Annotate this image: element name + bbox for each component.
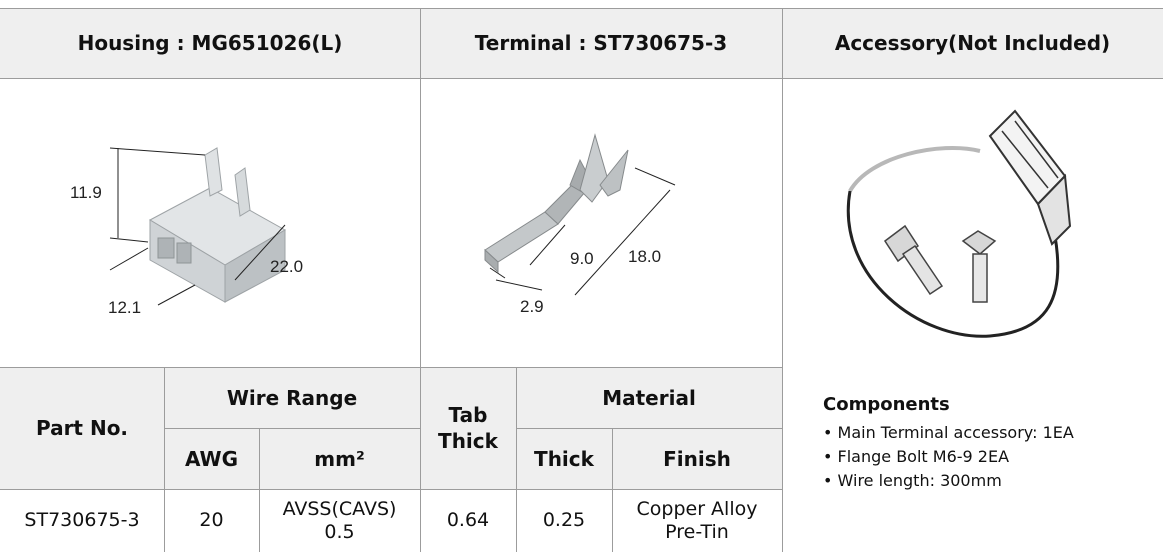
housing-header-text: Housing : MG651026(L): [77, 31, 343, 55]
grid-line: [164, 428, 420, 429]
grid-line: [164, 367, 165, 552]
terminal-header: Terminal : ST730675-3: [420, 8, 782, 78]
awg-header-text: AWG: [184, 446, 239, 471]
accessory-connector-image: [988, 109, 1072, 246]
grid-line: [612, 428, 613, 552]
accessory-wire: [846, 146, 1060, 338]
part-no-value: ST730675-3: [0, 489, 164, 552]
tab-thick-value: 0.64: [420, 489, 516, 552]
component-item-flange-bolt: • Flange Bolt M6-9 2EA: [823, 447, 1010, 466]
mm2-header-text: mm²: [314, 446, 365, 471]
grid-line: [516, 428, 782, 429]
mm2-header: mm²: [259, 428, 420, 489]
wire-range-header-text: Wire Range: [226, 385, 358, 410]
grid-line: [0, 78, 1163, 79]
housing-dimension-text: 11.9 12.1 22.0: [70, 183, 303, 317]
housing-drawing: 11.9 12.1 22.0: [70, 147, 303, 317]
terminal-image: [484, 133, 629, 274]
tab-thick-header-line2: Thick: [438, 429, 498, 453]
flange-bolt-left: [883, 224, 944, 296]
grid-line: [516, 367, 517, 552]
terminal-width-label: 2.9: [520, 297, 544, 316]
terminal-dimension-lines: [489, 167, 676, 296]
grid-line: [782, 8, 783, 552]
part-no-value-text: ST730675-3: [24, 509, 140, 531]
housing-length-label: 22.0: [270, 257, 303, 276]
finish-value-line1: Copper Alloy: [636, 497, 758, 520]
thick-value-text: 0.25: [542, 509, 586, 531]
terminal-9-label: 9.0: [570, 249, 594, 268]
grid-line: [0, 367, 782, 368]
thick-header: Thick: [516, 428, 612, 489]
flange-bolt-right: [961, 230, 997, 303]
accessory-header-text: Accessory(Not Included): [834, 31, 1111, 55]
tab-thick-header-line1: Tab: [448, 403, 488, 427]
mm2-value: AVSS(CAVS) 0.5: [259, 489, 420, 552]
housing-dimension-lines: [109, 147, 286, 306]
terminal-drawing: 9.0 18.0 2.9: [484, 133, 676, 316]
material-header-text: Material: [602, 385, 696, 410]
thick-value: 0.25: [516, 489, 612, 552]
part-no-header: Part No.: [0, 367, 164, 489]
component-item-wire-length: • Wire length: 300mm: [823, 471, 1002, 490]
grid-line: [259, 428, 260, 552]
component-item-terminal-accessory: • Main Terminal accessory: 1EA: [823, 423, 1074, 442]
accessory-header: Accessory(Not Included): [782, 8, 1163, 78]
housing-connector-image: [148, 147, 287, 303]
terminal-dimension-text: 9.0 18.0 2.9: [520, 247, 661, 316]
terminal-18-label: 18.0: [628, 247, 661, 266]
part-no-header-text: Part No.: [35, 416, 129, 440]
awg-value-text: 20: [199, 509, 224, 531]
wire-range-header: Wire Range: [164, 367, 420, 428]
awg-value: 20: [164, 489, 259, 552]
tab-thick-value-text: 0.64: [446, 509, 490, 531]
components-section: Components • Main Terminal accessory: 1E…: [823, 394, 1153, 493]
thick-header-text: Thick: [534, 446, 594, 471]
components-title: Components: [823, 394, 950, 415]
tab-thick-header: Tab Thick: [420, 367, 516, 489]
finish-header: Finish: [612, 428, 782, 489]
housing-height-label: 11.9: [70, 183, 102, 202]
mm2-value-line2: 0.5: [324, 520, 355, 543]
housing-width-label: 12.1: [108, 298, 141, 317]
material-header: Material: [516, 367, 782, 428]
finish-value-line2: Pre-Tin: [665, 520, 729, 543]
grid-line: [420, 8, 421, 552]
housing-header: Housing : MG651026(L): [0, 8, 420, 78]
grid-line: [0, 8, 1163, 9]
awg-header: AWG: [164, 428, 259, 489]
grid-line: [0, 489, 782, 490]
mm2-value-line1: AVSS(CAVS): [282, 497, 397, 520]
terminal-header-text: Terminal : ST730675-3: [474, 31, 728, 55]
finish-value: Copper Alloy Pre-Tin: [612, 489, 782, 552]
accessory-drawing: [846, 109, 1072, 338]
finish-header-text: Finish: [663, 446, 731, 471]
